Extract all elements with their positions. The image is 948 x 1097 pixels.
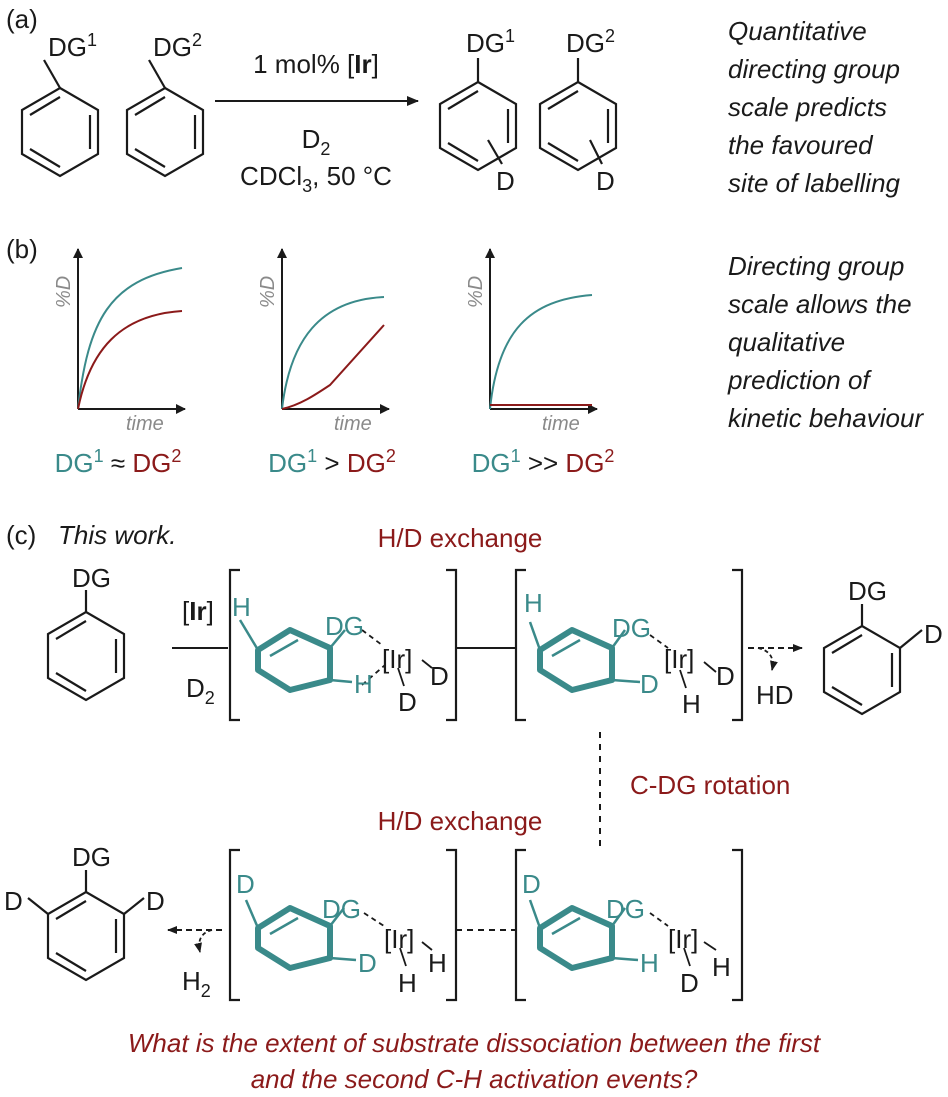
complex-2 — [514, 568, 744, 722]
svg-text:Quantitative: Quantitative — [728, 16, 867, 46]
di-deuterated-product — [27, 870, 145, 982]
hd-label: HD — [756, 680, 794, 710]
complex-3-ir: [Ir] — [384, 924, 414, 954]
substrate-benzene — [46, 590, 126, 702]
xlabel-time: time — [126, 413, 164, 435]
question-line-2: and the second C-H activation events? — [251, 1064, 698, 1094]
svg-text:prediction of: prediction of — [727, 365, 872, 395]
dg1-label: DG1 — [48, 30, 97, 62]
relation-1: DG1 ≈ DG2 — [55, 446, 182, 478]
complex-1-h-bottom: H — [354, 669, 373, 699]
dg2-curve — [77, 310, 183, 410]
this-work-label: This work. — [58, 520, 176, 550]
dg2-curve — [281, 324, 385, 410]
complex-1-d-bottom: D — [398, 687, 417, 717]
product-d-label: D — [924, 619, 943, 649]
benzene-product-2 — [538, 58, 618, 172]
xlabel-time: time — [334, 413, 372, 435]
panel-b-tag: (b) — [6, 234, 38, 264]
svg-text:directing group: directing group — [728, 54, 900, 84]
h2-label: H2 — [182, 966, 211, 1001]
svg-text:scale allows the: scale allows the — [728, 289, 912, 319]
di-product-d-right: D — [146, 886, 165, 916]
ir-catalyst-label: [Ir] — [182, 596, 214, 626]
kinetic-plot-3: %D time — [465, 248, 598, 435]
kinetic-plot-2: %D time — [257, 248, 390, 435]
complex-4-d-bottom: D — [680, 968, 699, 998]
complex-3-d-top: D — [236, 869, 255, 899]
h2-release-curl — [194, 929, 213, 953]
complex-1-ir: [Ir] — [382, 644, 412, 674]
benzene-reactant-2 — [125, 59, 205, 178]
d2-label: D2 — [186, 673, 215, 708]
complex-2-ir: [Ir] — [664, 644, 694, 674]
svg-text:Directing group: Directing group — [728, 251, 904, 281]
complex-4-h: H — [640, 948, 659, 978]
complex-1-dg: DG — [325, 611, 364, 641]
substrate-dg-label: DG — [72, 563, 111, 593]
panel-c: (c) This work. H/D exchange DG [Ir] D2 — [4, 520, 943, 1094]
ylabel-percent-d: %D — [257, 276, 279, 308]
complex-4-ir: [Ir] — [668, 924, 698, 954]
benzene-reactant-1 — [20, 59, 100, 178]
complex-4-dg: DG — [606, 894, 645, 924]
complex-4-d-top: D — [522, 869, 541, 899]
complex-1 — [228, 568, 458, 722]
hd-release-curl — [757, 647, 778, 671]
product-dg-label: DG — [848, 576, 887, 606]
mono-deuterated-product — [822, 604, 923, 716]
dg1-curve — [77, 267, 183, 410]
panel-c-tag: (c) — [6, 520, 36, 550]
complex-4-h-right: H — [712, 952, 731, 982]
ylabel-percent-d: %D — [465, 276, 487, 308]
panel-a-tag: (a) — [6, 4, 38, 34]
dg2-label: DG2 — [153, 30, 202, 62]
complex-3-h-right: H — [428, 948, 447, 978]
panel-b: (b) %D time DG1 ≈ DG2 %D time DG1 > DG2 — [6, 234, 924, 478]
relation-2: DG1 > DG2 — [268, 446, 396, 478]
complex-3 — [228, 848, 458, 1002]
di-product-d-left: D — [4, 886, 23, 916]
product-d-label-2: D — [596, 166, 615, 196]
conditions-label: CDCl3, 50 °C — [240, 161, 392, 196]
complex-1-d-right: D — [430, 661, 449, 691]
complex-2-dg: DG — [612, 613, 651, 643]
dg1-curve — [281, 296, 385, 410]
ylabel-percent-d: %D — [53, 276, 75, 308]
catalyst-label: 1 mol% [Ir] — [253, 49, 379, 79]
product-dg2-label: DG2 — [566, 26, 615, 58]
question-line-1: What is the extent of substrate dissocia… — [128, 1028, 822, 1058]
complex-2-h-top: H — [524, 588, 543, 618]
benzene-product-1 — [438, 58, 518, 172]
hd-exchange-label-bottom: H/D exchange — [378, 806, 543, 836]
complex-3-h-bottom: H — [398, 968, 417, 998]
svg-text:qualitative: qualitative — [728, 327, 845, 357]
svg-text:the favoured: the favoured — [728, 130, 874, 160]
panel-a-caption: Quantitative directing group scale predi… — [728, 16, 901, 198]
reagent-d2: D2 — [302, 124, 331, 159]
complex-3-dg: DG — [322, 894, 361, 924]
svg-text:kinetic behaviour: kinetic behaviour — [728, 403, 924, 433]
complex-1-h-top: H — [232, 592, 251, 622]
complex-2-d: D — [640, 669, 659, 699]
panel-a: (a) DG1 DG2 1 mol% [Ir] D2 CDCl3, 50 °C — [6, 4, 901, 198]
relation-3: DG1 >> DG2 — [472, 446, 615, 478]
product-dg1-label: DG1 — [466, 26, 515, 58]
complex-3-d-bottom: D — [358, 948, 377, 978]
product-d-label-1: D — [496, 166, 515, 196]
cdg-rotation-label: C-DG rotation — [630, 770, 790, 800]
complex-4 — [514, 848, 744, 1002]
complex-2-h-bottom: H — [682, 689, 701, 719]
xlabel-time: time — [542, 413, 580, 435]
panel-b-caption: Directing group scale allows the qualita… — [727, 251, 924, 433]
complex-2-d-right: D — [716, 661, 735, 691]
svg-text:site of labelling: site of labelling — [728, 168, 901, 198]
di-product-dg-label: DG — [72, 842, 111, 872]
hd-exchange-label-top: H/D exchange — [378, 523, 543, 553]
dg1-curve — [489, 294, 593, 410]
svg-text:scale predicts: scale predicts — [728, 92, 887, 122]
kinetic-plot-1: %D time — [53, 248, 186, 435]
